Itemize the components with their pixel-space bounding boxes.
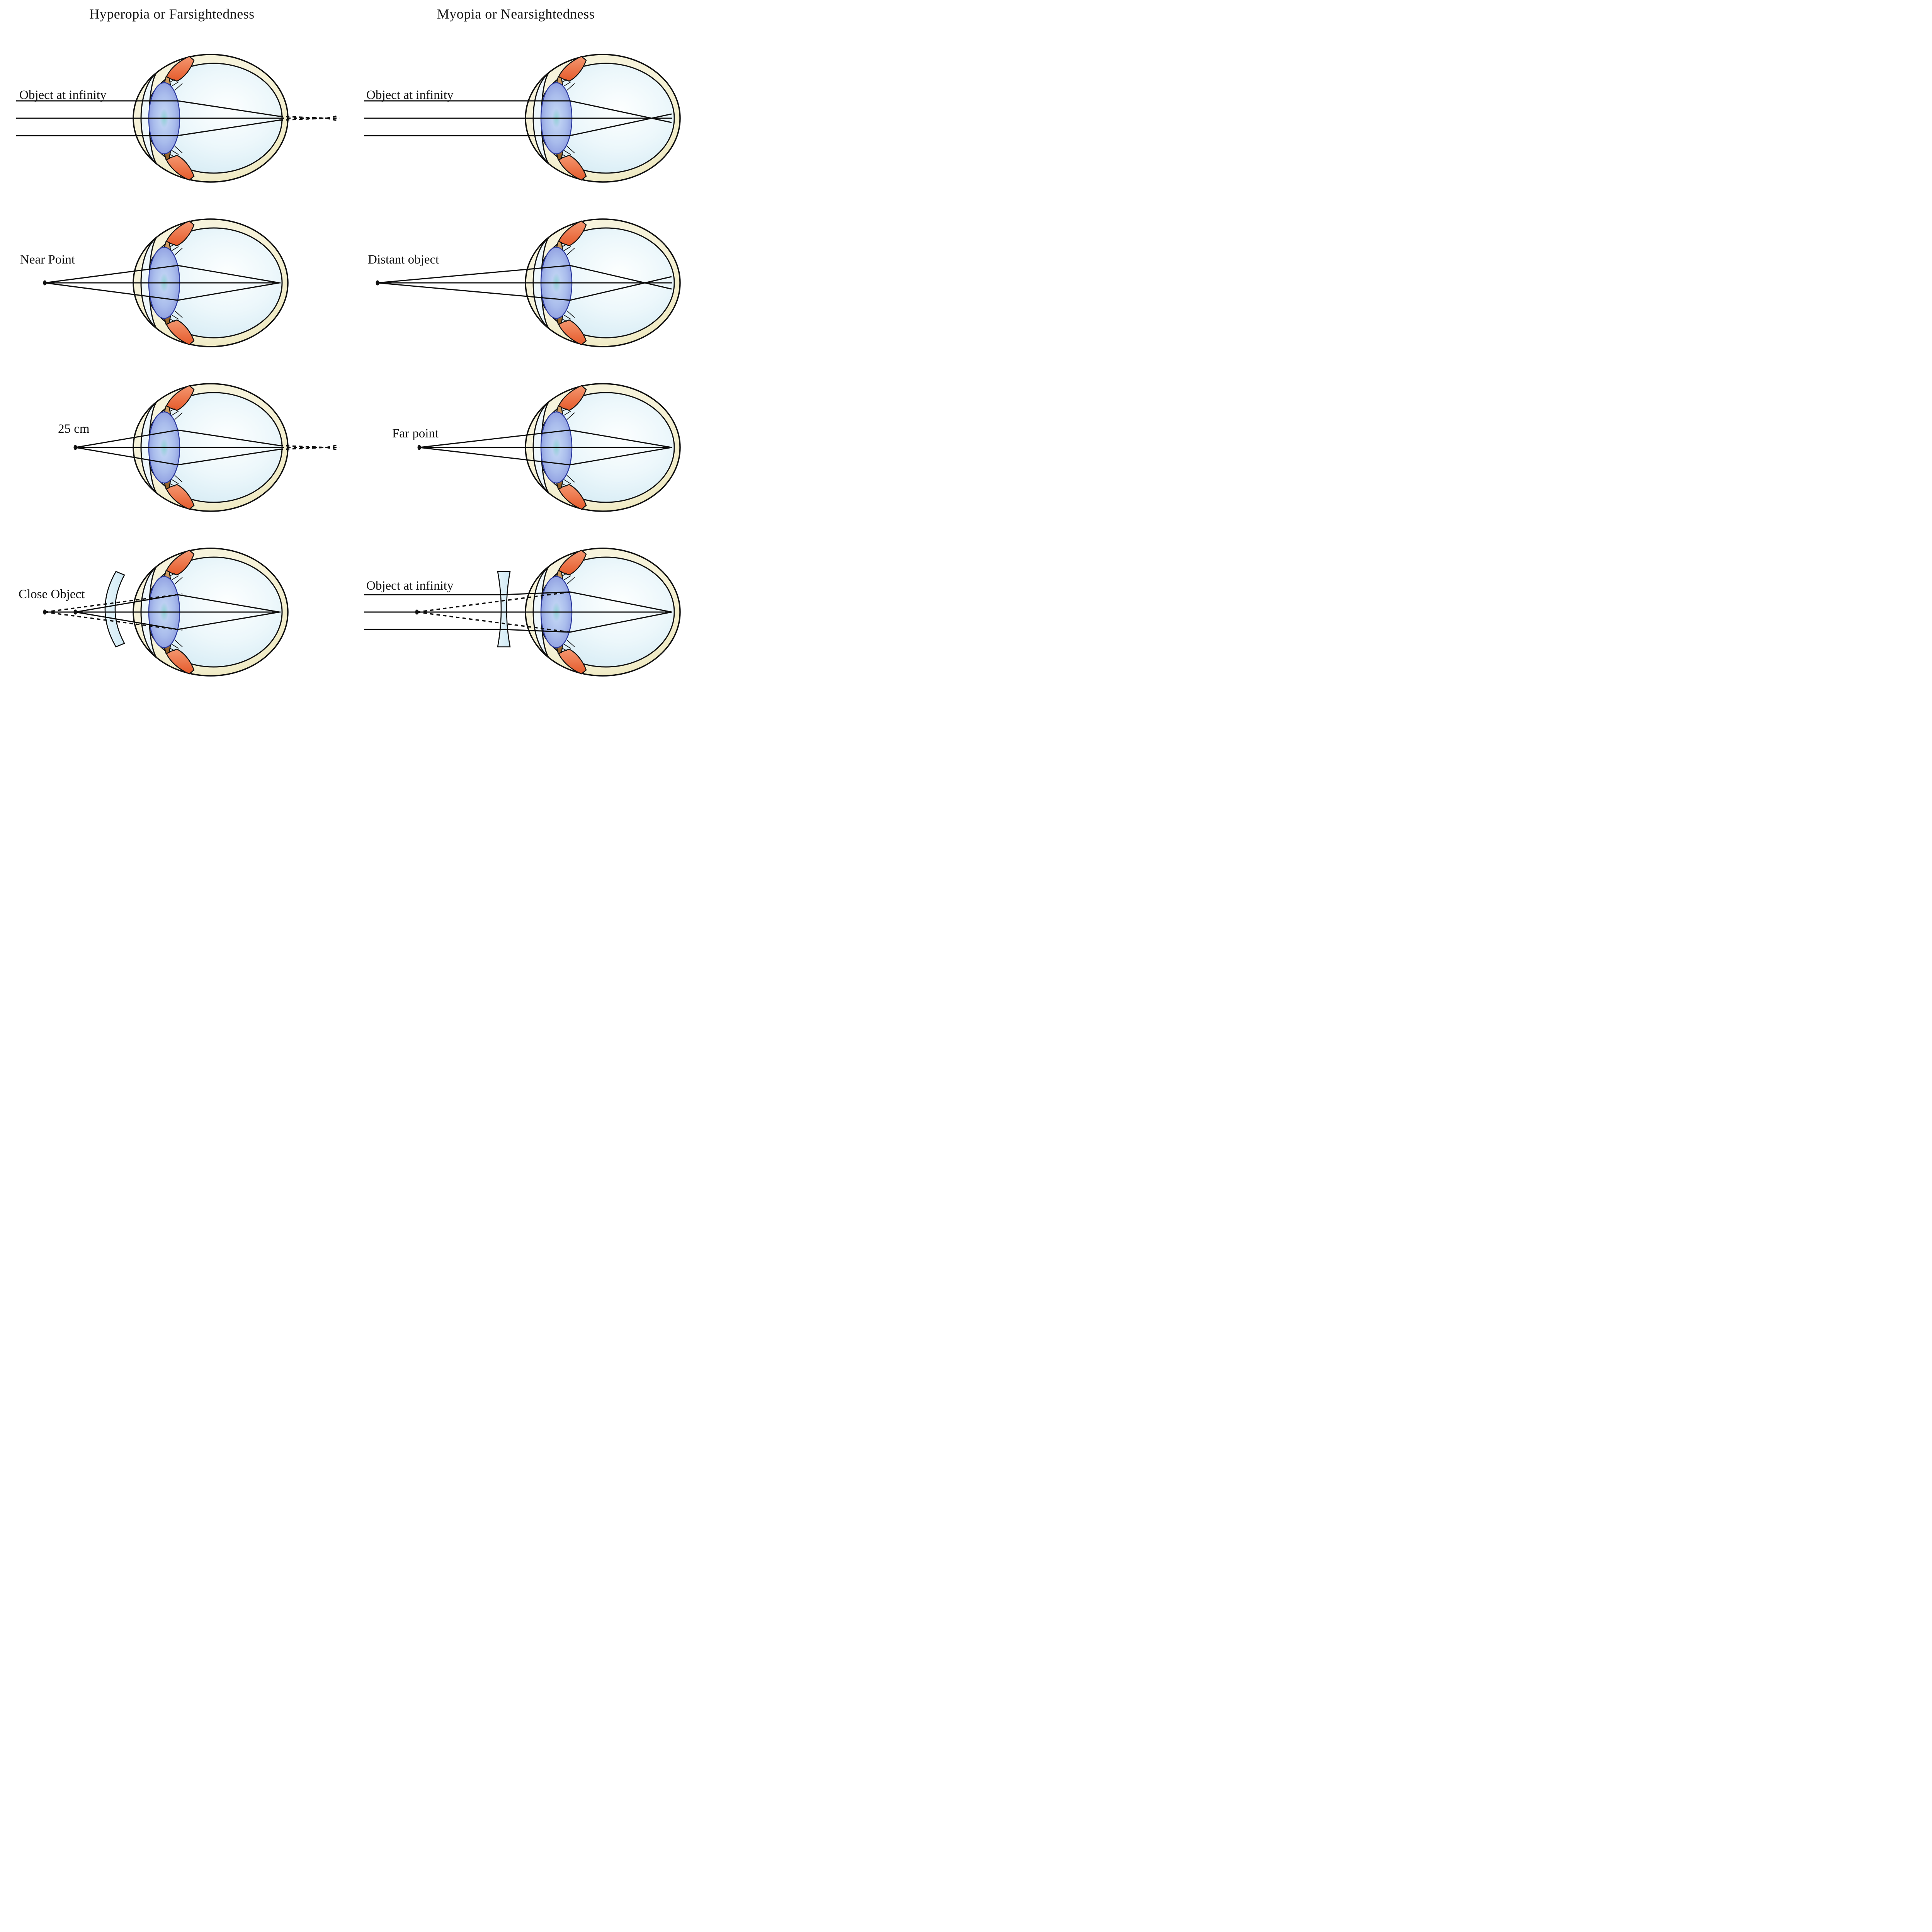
panel-grid: Object at infinity Object at infinity Ne… (0, 26, 688, 684)
virtual-near-point (43, 609, 47, 615)
light-rays (44, 265, 281, 301)
panel-label: Near Point (20, 253, 75, 267)
light-rays (45, 594, 281, 630)
panel-label: Object at infinity (19, 88, 107, 102)
light-rays (16, 100, 281, 136)
eye-conditions-figure: Hyperopia or Farsightedness Myopia or Ne… (0, 0, 688, 684)
light-rays (364, 100, 672, 136)
virtual-rays-from-near-point (44, 593, 183, 631)
panel-label: Far point (392, 427, 439, 440)
panel-myopia-corrected: Object at infinity (364, 548, 681, 677)
far-point-source (417, 445, 421, 450)
virtual-focus-rays (279, 444, 340, 451)
panel-myopia-object-at-infinity: Object at infinity (364, 54, 681, 183)
distant-object-source (376, 280, 379, 286)
hyperopia-column-title: Hyperopia or Farsightedness (89, 6, 255, 22)
object-25cm-source (73, 445, 77, 450)
myopia-column-title: Myopia or Nearsightedness (437, 6, 595, 22)
virtual-far-point (415, 609, 419, 615)
near-point-source (43, 280, 47, 286)
panel-hyperopia-25cm: 25 cm (58, 383, 340, 512)
close-object-source (73, 609, 77, 615)
light-rays (75, 429, 281, 466)
light-rays (419, 429, 672, 466)
panel-hyperopia-corrected: Close Object (19, 548, 289, 677)
panel-label: Distant object (368, 253, 439, 267)
converging-eyeglass-lens (104, 571, 125, 648)
column-titles: Hyperopia or Farsightedness Myopia or Ne… (0, 0, 688, 26)
diverging-eyeglass-lens (497, 571, 511, 648)
panel-myopia-far-point: Far point (392, 383, 681, 512)
panel-hyperopia-near-point: Near Point (20, 218, 289, 347)
virtual-focus-rays (279, 115, 340, 122)
panel-hyperopia-object-at-infinity: Object at infinity (16, 54, 340, 183)
panel-myopia-distant-object: Distant object (368, 218, 681, 347)
light-rays (377, 265, 672, 301)
panel-label: Object at infinity (366, 579, 454, 593)
panel-label: Object at infinity (366, 88, 454, 102)
panel-label: Close Object (19, 587, 85, 601)
panel-label: 25 cm (58, 422, 90, 436)
